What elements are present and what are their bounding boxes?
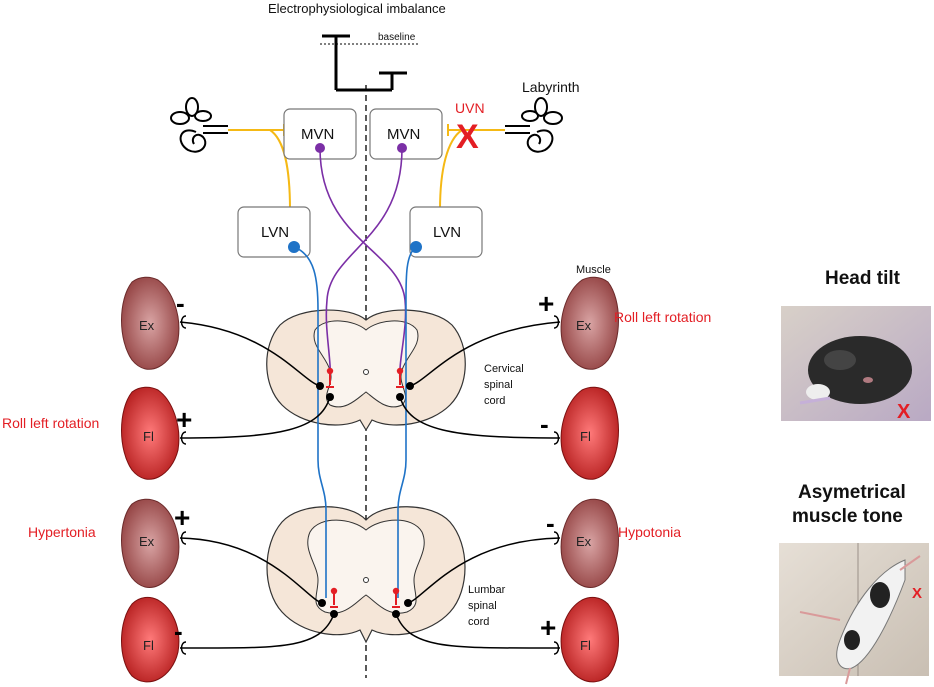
svg-text:Ex: Ex [139, 534, 155, 549]
muscle-ex-right-cervical: Ex [560, 276, 619, 370]
labyrinth-label: Labyrinth [522, 79, 580, 95]
muscle-fl-left-cervical: Fl [121, 386, 180, 480]
left-mvn-box: MVN [283, 108, 357, 160]
lumbar-spinal-cord [266, 506, 466, 644]
asym-mark: X [912, 585, 922, 602]
left-labyrinth-icon [170, 97, 228, 153]
cervical-spinal-cord [266, 309, 466, 432]
right-labyrinth-icon [505, 97, 563, 153]
svg-text:Ex: Ex [576, 318, 592, 333]
muscle-fl-right-lumbar: Fl [560, 596, 619, 683]
head-tilt-photo: X [781, 306, 931, 423]
uvn-label: UVN [455, 100, 485, 116]
cervical-label-1: Cervical [484, 363, 524, 375]
lumbar-label-1: Lumbar [468, 584, 506, 596]
baseline-label: baseline [378, 32, 416, 43]
lvn-pathways [293, 246, 417, 598]
right-lvn-label: LVN [433, 224, 461, 241]
lumbar-label-3: cord [468, 616, 489, 628]
left-lvn-label: LVN [261, 224, 289, 241]
axon-terminals [180, 315, 560, 655]
right-mvn-box: MVN [369, 108, 443, 160]
muscle-ex-left-cervical: Ex [121, 276, 180, 370]
sign-right-lumbar-ex: - [546, 508, 555, 538]
motor-axons [179, 321, 561, 649]
muscle-fl-left-lumbar: Fl [121, 596, 180, 683]
sign-left-lumbar-fl: - [174, 616, 183, 646]
head-tilt-mark: X [897, 401, 911, 423]
cervical-neurons [316, 367, 414, 401]
left-mvn-label: MVN [301, 126, 334, 143]
svg-text:Fl: Fl [580, 429, 591, 444]
svg-text:Ex: Ex [576, 534, 592, 549]
right-mvn-label: MVN [387, 126, 420, 143]
asymmetrical-tone-photo: X [779, 543, 929, 685]
cervical-label-3: cord [484, 395, 505, 407]
right-lvn-box: LVN [409, 206, 483, 258]
sign-left-cervical-fl: + [176, 404, 192, 435]
svg-text:Fl: Fl [580, 638, 591, 653]
asym-title-line2: muscle tone [792, 506, 903, 527]
diagram-title: Electrophysiological imbalance [268, 1, 446, 16]
imbalance-bars [322, 34, 407, 92]
sign-right-lumbar-fl: + [540, 612, 556, 643]
muscle-ex-right-lumbar: Ex [560, 498, 619, 588]
svg-text:Fl: Fl [143, 429, 154, 444]
asym-title-line1: Asymetrical [798, 482, 906, 503]
effect-hypertonia: Hypertonia [28, 524, 96, 540]
sign-left-lumbar-ex: + [174, 502, 190, 533]
muscle-fl-right-cervical: Fl [560, 386, 619, 480]
sign-left-cervical-ex: - [176, 288, 185, 318]
effect-hypotonia: Hypotonia [618, 524, 681, 540]
cervical-label-2: spinal [484, 379, 513, 391]
svg-text:Fl: Fl [143, 638, 154, 653]
sign-right-cervical-fl: - [540, 409, 549, 439]
sign-right-cervical-ex: + [538, 288, 554, 319]
effect-roll-left-right: Roll left rotation [614, 309, 711, 325]
effect-roll-left-left: Roll left rotation [2, 415, 99, 431]
lumbar-label-2: spinal [468, 600, 497, 612]
head-tilt-title: Head tilt [825, 268, 901, 289]
mvn-pathways [319, 147, 407, 383]
svg-text:Ex: Ex [139, 318, 155, 333]
uvn-lesion-mark: X [456, 118, 479, 156]
muscle-heading: Muscle [576, 264, 611, 276]
muscle-ex-left-lumbar: Ex [121, 498, 180, 588]
